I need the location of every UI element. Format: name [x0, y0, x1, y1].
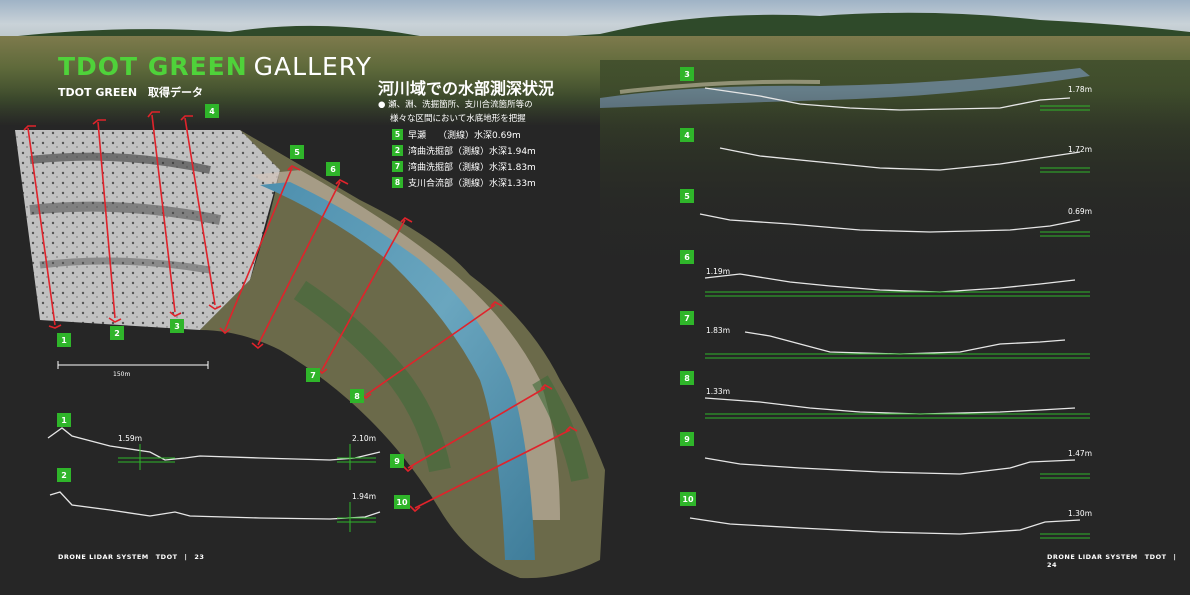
section-bullet: ● 瀬、淵、洗掘箇所、支川合流箇所等の 様々な区間において水底地形を把握	[378, 98, 578, 126]
legend-value: （測線）水深1.83m	[453, 162, 536, 173]
right-waterlines	[705, 105, 1090, 539]
legend-row: 5 早瀬 （測線）水深0.69m	[392, 126, 536, 142]
depth-label: 1.72m	[1068, 145, 1093, 154]
legend-label: 湾曲洗掘部	[408, 146, 454, 157]
legend-label: 支川合流部	[408, 178, 454, 189]
footer-left: DRONE LIDAR SYSTEM TDOT | 23	[58, 553, 205, 561]
map-line-number: 5	[290, 145, 304, 159]
depth-label: 1.30m	[1068, 509, 1093, 518]
title-white: GALLERY	[253, 52, 372, 81]
section-heading: 河川域での水部測深状況	[378, 79, 555, 98]
gallery-subtitle: TDOT GREEN 取得データ	[58, 86, 204, 99]
scale-bar	[57, 361, 209, 369]
right-profile-lines	[689, 87, 1081, 535]
legend-label: 湾曲洗掘部	[408, 162, 454, 173]
depth-label: 1.59m	[118, 434, 143, 443]
profile-number: 8	[680, 371, 694, 385]
depth-label: 0.69m	[1068, 207, 1093, 216]
legend-value: （測線）水深1.33m	[453, 178, 536, 189]
depth-label: 1.19m	[706, 267, 731, 276]
pointcloud-area	[15, 130, 280, 330]
map-line-number: 3	[170, 319, 184, 333]
legend-number: 2	[392, 144, 403, 156]
river-channel	[260, 182, 535, 560]
depth-label: 1.94m	[352, 492, 377, 501]
depth-label: 1.47m	[1068, 449, 1093, 458]
scale-label: 150m	[113, 371, 131, 378]
legend-number: 8	[392, 176, 403, 188]
legend-row: 7 湾曲洗掘部（測線）水深1.83m	[392, 158, 536, 174]
depth-label: 1.78m	[1068, 85, 1093, 94]
legend-row: 2 湾曲洗掘部（測線）水深1.94m	[392, 142, 536, 158]
legend-number: 5	[392, 128, 403, 140]
footer-right: DRONE LIDAR SYSTEM TDOT | 24	[1047, 553, 1184, 569]
map-line-number: 4	[205, 104, 219, 118]
title-green: TDOT GREEN	[58, 52, 248, 81]
profile-number: 1	[57, 413, 71, 427]
profile-number: 5	[680, 189, 694, 203]
profile-number: 9	[680, 432, 694, 446]
map-line-number: 10	[394, 495, 410, 509]
bullet-dot-icon: ●	[378, 100, 386, 110]
legend-row: 8 支川合流部（測線）水深1.33m	[392, 174, 536, 190]
profile-number: 10	[680, 492, 696, 506]
profile-number: 3	[680, 67, 694, 81]
map-line-number: 2	[110, 326, 124, 340]
profile-number: 7	[680, 311, 694, 325]
section-lines	[23, 111, 578, 513]
legend-label: 早瀬	[408, 130, 427, 141]
profile-number: 4	[680, 128, 694, 142]
legend-number: 7	[392, 160, 403, 172]
map-line-number: 7	[306, 368, 320, 382]
legend-value: （測線）水深1.94m	[453, 146, 536, 157]
depth-label: 1.33m	[706, 387, 731, 396]
profile-number: 2	[57, 468, 71, 482]
depth-label: 2.10m	[352, 434, 377, 443]
left-profile-lines	[47, 427, 381, 520]
depth-label: 1.83m	[706, 326, 731, 335]
bullet-line-2: 様々な区間において水底地形を把握	[390, 114, 526, 124]
map-line-number: 9	[390, 454, 404, 468]
map-line-number: 6	[326, 162, 340, 176]
map-line-number: 8	[350, 389, 364, 403]
map-line-number: 1	[57, 333, 71, 347]
profile-number: 6	[680, 250, 694, 264]
bullet-line-1: 瀬、淵、洗掘箇所、支川合流箇所等の	[388, 100, 533, 110]
legend-value: （測線）水深0.69m	[438, 130, 521, 141]
left-waterlines	[118, 444, 376, 532]
